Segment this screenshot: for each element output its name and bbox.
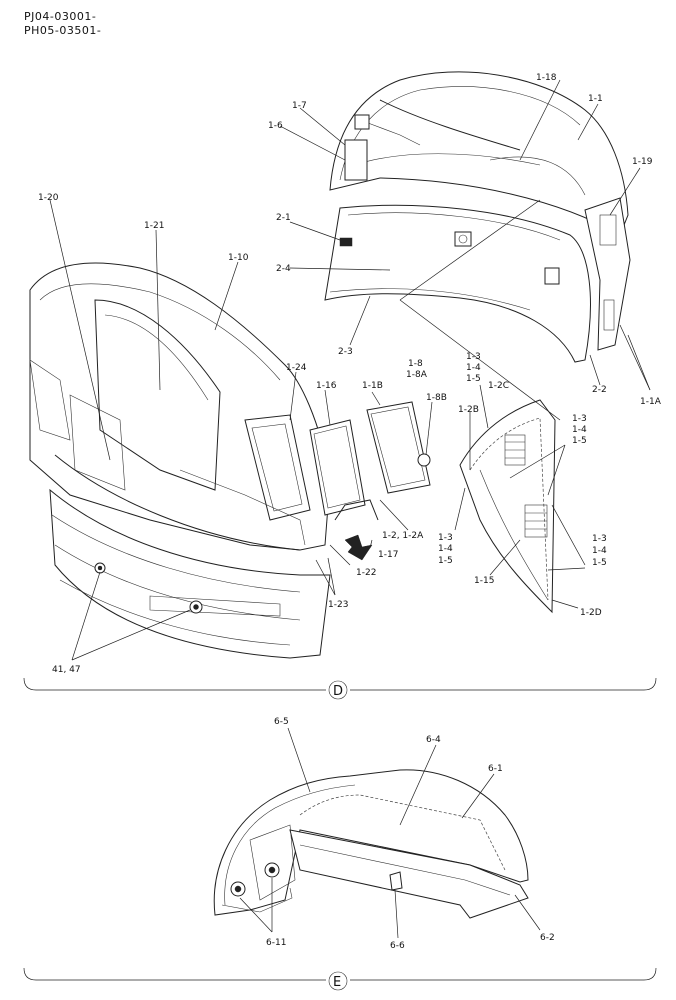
callout-1-17: 1-17	[378, 550, 398, 560]
callout-1-2d: 1-2D	[580, 608, 602, 618]
callout-41-47: 41, 47	[52, 665, 81, 675]
callout-1-6: 1-6	[268, 121, 283, 131]
inner-panel-2-4	[324, 204, 591, 363]
callout-1-1a: 1-1A	[640, 397, 662, 407]
model-code-line-2: PH05-03501-	[24, 24, 102, 37]
callout-1-4-d: 1-4	[592, 546, 607, 556]
lower-cover-band	[49, 488, 331, 659]
callout-1-1b: 1-1B	[362, 381, 383, 391]
callout-1-20: 1-20	[38, 193, 59, 203]
callout-1-8: 1-8	[408, 359, 423, 369]
callout-2-2: 2-2	[592, 385, 607, 395]
callout-1-4-a: 1-4	[466, 363, 481, 373]
callout-6-2: 6-2	[540, 933, 555, 943]
callout-1-5-d: 1-5	[592, 558, 607, 568]
callout-1-16: 1-16	[316, 381, 337, 391]
callout-1-19: 1-19	[632, 157, 653, 167]
callout-1-10: 1-10	[228, 253, 249, 263]
callout-1-2b: 1-2B	[458, 405, 479, 415]
section-e-bracket: E	[23, 967, 657, 991]
vent-grille-lower	[524, 504, 548, 538]
callout-1-24: 1-24	[286, 363, 307, 373]
side-panel-1-15	[459, 399, 556, 614]
glass-panels-1-16-1-1b	[309, 401, 431, 521]
callout-1-2c: 1-2C	[488, 381, 509, 391]
callout-1-2-1-2a: 1-2, 1-2A	[382, 531, 424, 541]
fender-cover-6-1	[213, 769, 529, 919]
callout-1-1: 1-1	[588, 94, 603, 104]
callout-6-6: 6-6	[390, 941, 405, 951]
callout-1-5-c: 1-5	[438, 556, 453, 566]
callout-2-1: 2-1	[276, 213, 291, 223]
leader-lines-d	[49, 79, 651, 661]
callout-1-5-b: 1-5	[572, 436, 587, 446]
section-e-label: E	[333, 975, 341, 990]
callout-2-3: 2-3	[338, 347, 353, 357]
callout-1-3-b: 1-3	[572, 414, 587, 424]
section-d-label: D	[333, 684, 343, 699]
callout-1-8b: 1-8B	[426, 393, 447, 403]
callout-1-22: 1-22	[356, 568, 376, 578]
arrow-indicator	[344, 534, 373, 561]
callout-1-7: 1-7	[292, 101, 307, 111]
callout-1-8a: 1-8A	[406, 370, 428, 380]
vent-grille-upper	[504, 434, 526, 466]
callout-6-11: 6-11	[266, 938, 286, 948]
callout-1-5-a: 1-5	[466, 374, 481, 384]
callout-1-4-b: 1-4	[572, 425, 587, 435]
callout-1-21: 1-21	[144, 221, 164, 231]
model-code-line-1: PJ04-03001-	[24, 10, 97, 23]
callout-6-4: 6-4	[426, 735, 441, 745]
callout-1-3-c: 1-3	[438, 533, 453, 543]
callout-1-3-a: 1-3	[466, 352, 481, 362]
leader-lines-e	[239, 727, 541, 939]
front-cover-assembly-1-10	[29, 262, 331, 551]
callout-1-18: 1-18	[536, 73, 557, 83]
callout-1-3-d: 1-3	[592, 534, 607, 544]
callout-1-15: 1-15	[474, 576, 494, 586]
section-d-bracket: D	[23, 677, 657, 700]
callout-6-1: 6-1	[488, 764, 503, 774]
callout-6-5: 6-5	[274, 717, 289, 727]
callout-1-4-c: 1-4	[438, 544, 453, 554]
callout-1-23: 1-23	[328, 600, 348, 610]
callout-2-4: 2-4	[276, 264, 291, 274]
